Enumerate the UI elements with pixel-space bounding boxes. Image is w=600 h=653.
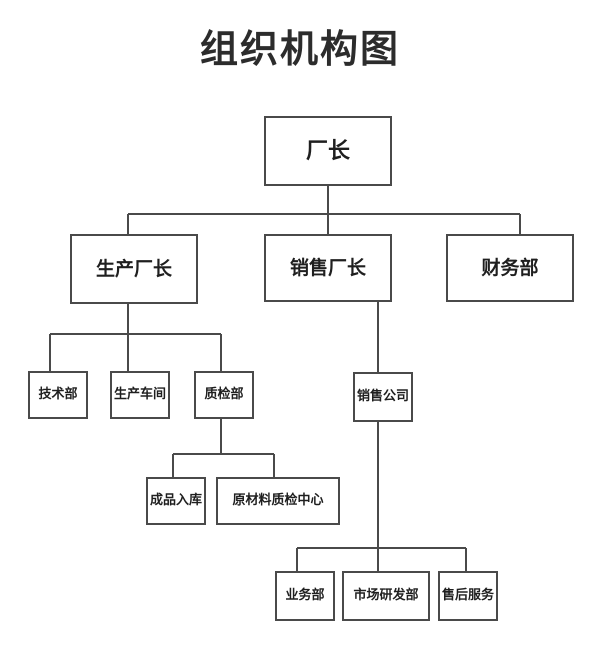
node-after-sales-service: 售后服务 — [438, 571, 498, 621]
node-factory-director: 厂长 — [264, 116, 392, 186]
node-label: 成品入库 — [149, 492, 202, 508]
node-label: 业务部 — [285, 587, 325, 603]
node-label: 生产厂长 — [95, 257, 172, 280]
node-sales-company: 销售公司 — [353, 372, 413, 422]
node-tech-dept: 技术部 — [28, 371, 88, 419]
node-label: 技术部 — [38, 386, 78, 402]
node-quality-dept: 质检部 — [194, 371, 254, 419]
node-label: 厂长 — [305, 137, 350, 164]
node-raw-material-qc-center: 原材料质检中心 — [216, 477, 340, 525]
node-label: 市场研发部 — [353, 587, 419, 603]
node-label: 质检部 — [204, 386, 244, 402]
chart-title: 组织机构图 — [199, 27, 400, 71]
node-sales-director: 销售厂长 — [264, 234, 392, 302]
node-label: 售后服务 — [441, 587, 494, 603]
node-production-director: 生产厂长 — [70, 234, 198, 304]
node-label: 财务部 — [481, 256, 539, 279]
node-label: 销售公司 — [356, 388, 409, 404]
node-label: 原材料质检中心 — [232, 492, 324, 508]
node-finished-goods-storage: 成品入库 — [146, 477, 206, 525]
node-production-workshop: 生产车间 — [110, 371, 170, 419]
node-label: 销售厂长 — [289, 256, 366, 279]
node-market-research-dept: 市场研发部 — [342, 571, 430, 621]
node-finance-dept: 财务部 — [446, 234, 574, 302]
node-label: 生产车间 — [113, 386, 166, 402]
node-business-dept: 业务部 — [275, 571, 335, 621]
